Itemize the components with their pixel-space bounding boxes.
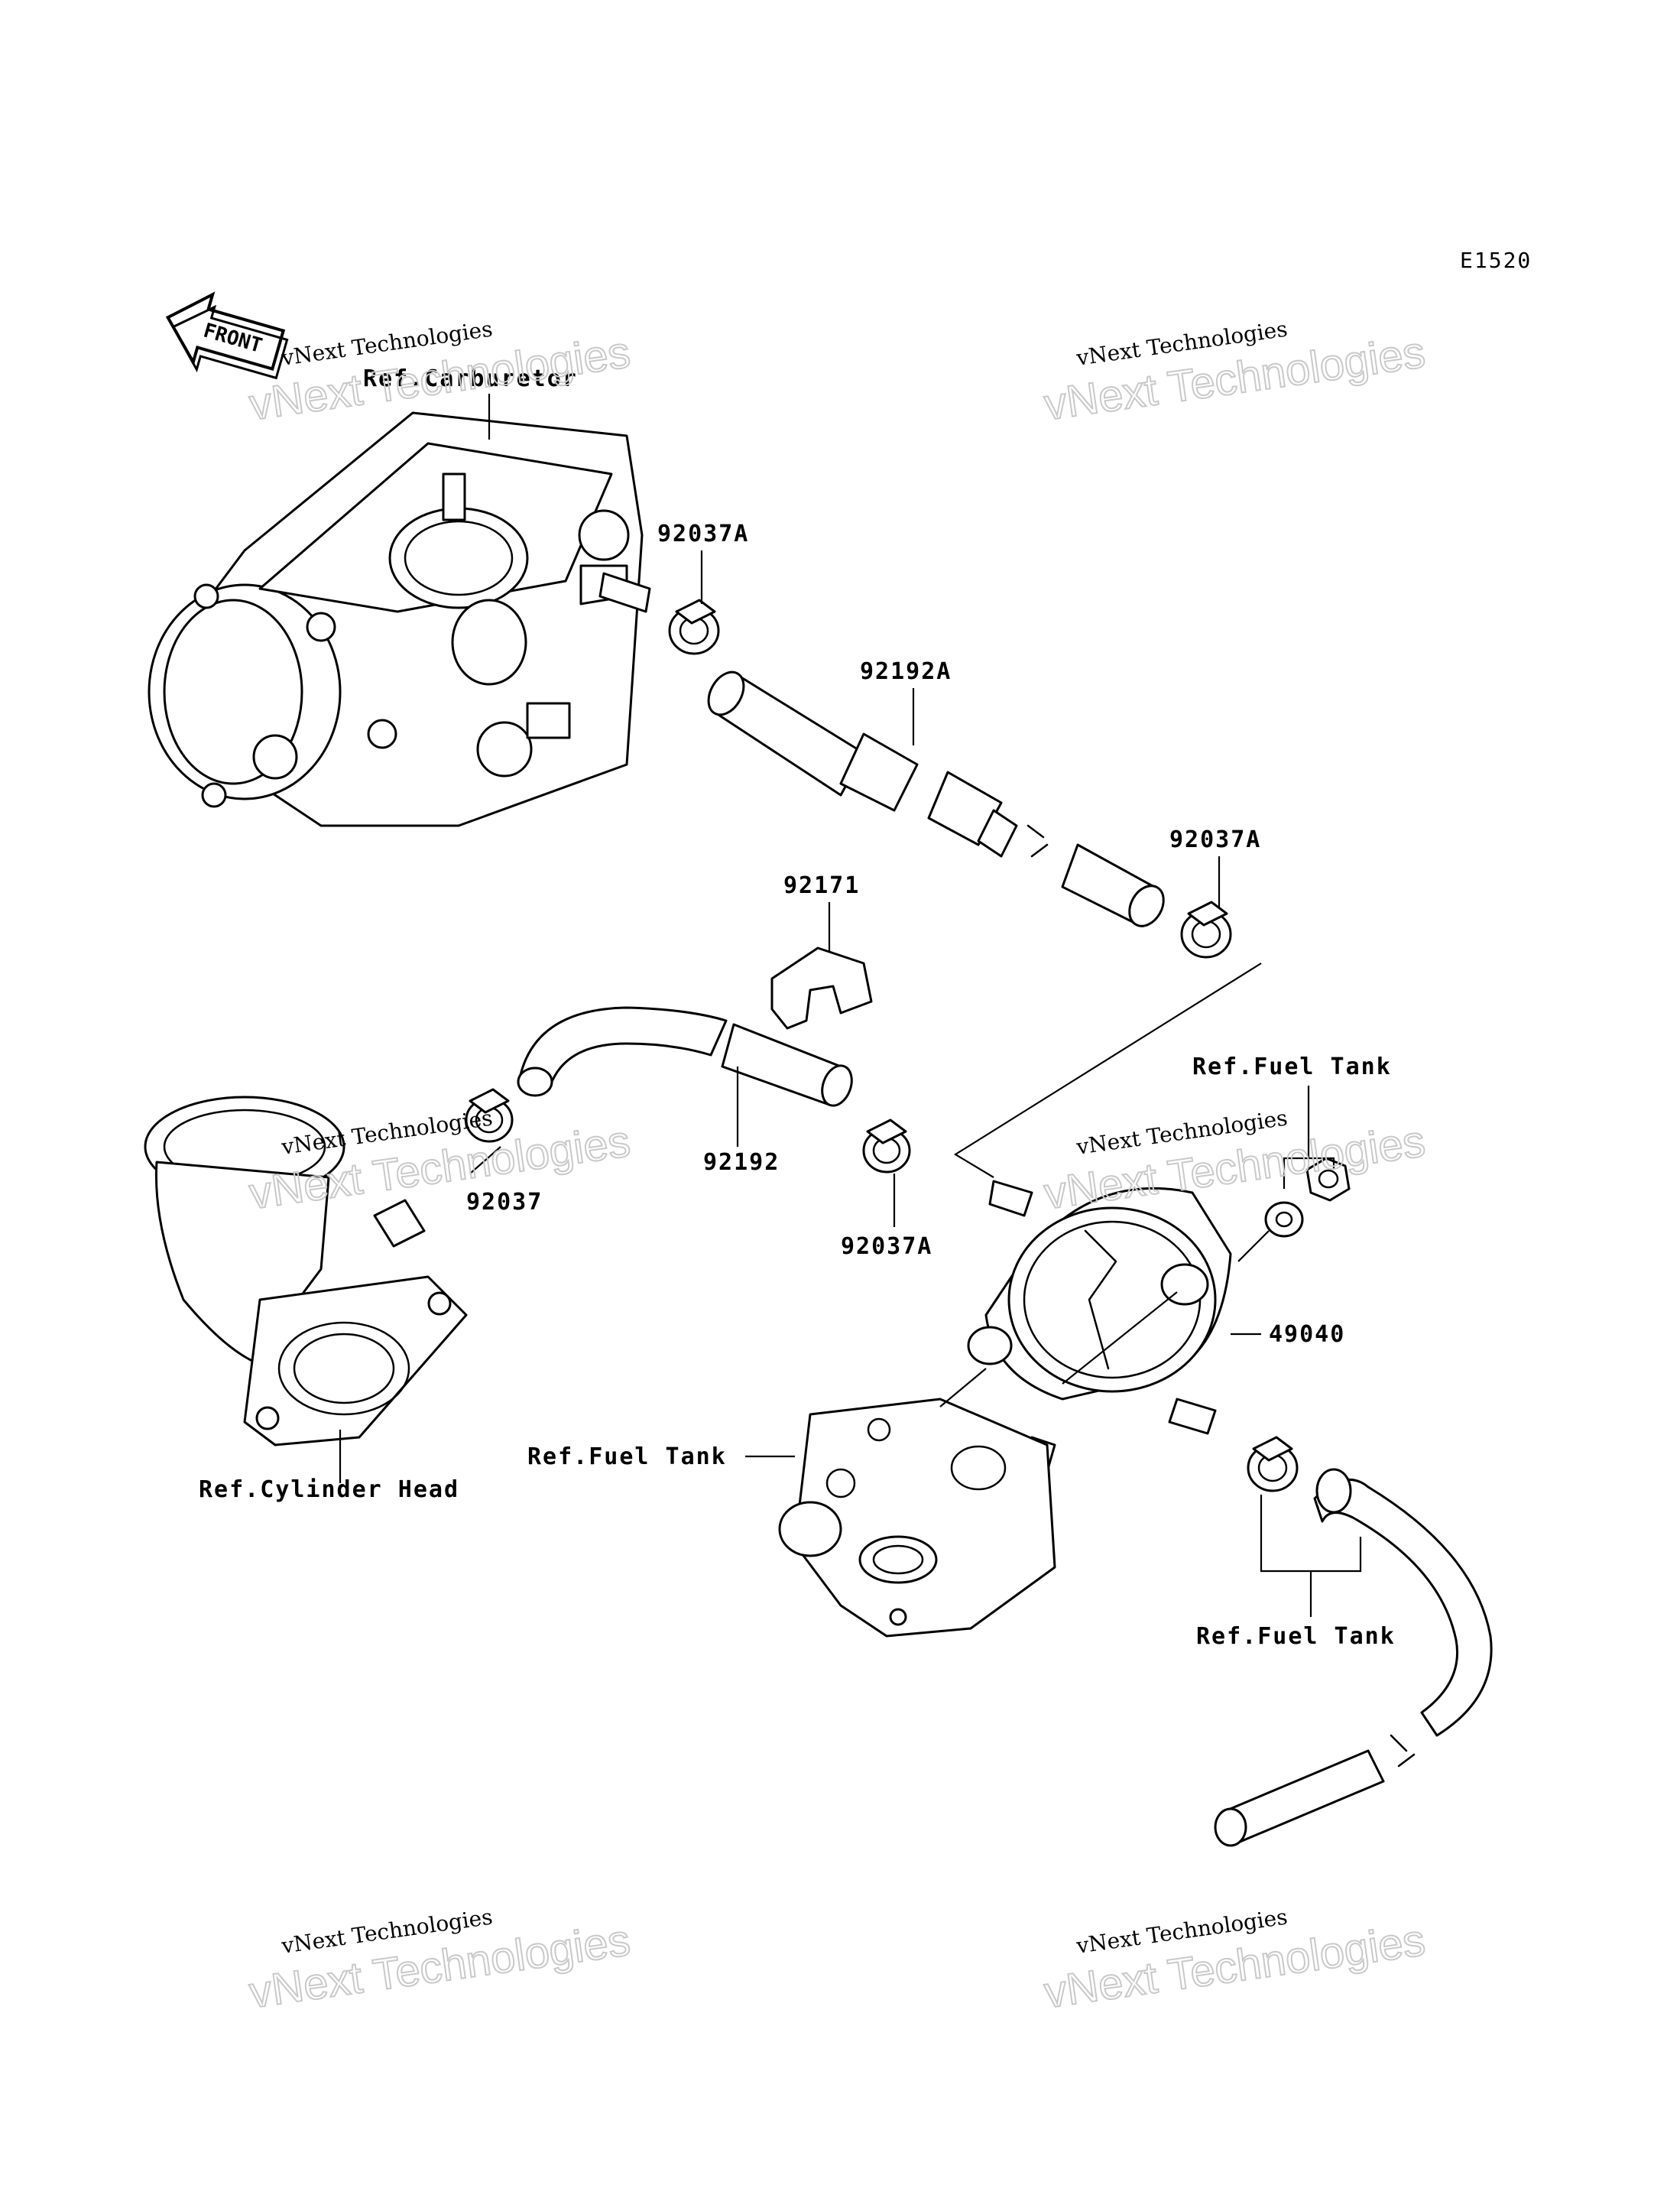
label-92037A-top: 92037A bbox=[657, 521, 749, 547]
watermark-5: vNext Technologies vNext Technologies bbox=[245, 1904, 634, 2019]
fuel-hose-92192 bbox=[517, 1006, 853, 1107]
label-ref-cylinder-head: Ref.Cylinder Head bbox=[199, 1476, 459, 1503]
hose-clamp-92037A-top bbox=[668, 599, 720, 655]
hose-clamp-92037A-right bbox=[1180, 901, 1232, 959]
hose-clamp-bottom bbox=[1247, 1436, 1299, 1492]
watermark-4: vNext Technologies vNext Technologies bbox=[1040, 1105, 1429, 1220]
fuel-tank-bracket-part bbox=[778, 1398, 1056, 1638]
label-92192: 92192 bbox=[703, 1149, 780, 1176]
label-92037A-mid: 92037A bbox=[841, 1233, 932, 1260]
label-92037A-right: 92037A bbox=[1169, 826, 1261, 853]
label-ref-fuel-tank-bottom: Ref.Fuel Tank bbox=[1196, 1623, 1396, 1650]
label-49040: 49040 bbox=[1269, 1321, 1345, 1348]
fuel-hose-lower bbox=[1214, 1468, 1493, 1847]
label-ref-fuel-tank-top: Ref.Fuel Tank bbox=[1192, 1054, 1392, 1080]
washer-part bbox=[1264, 1201, 1304, 1238]
label-ref-carburetor: Ref.Carburetor bbox=[363, 365, 578, 392]
watermark-2: vNext Technologies vNext Technologies bbox=[1040, 317, 1429, 431]
hose-clamp-92037 bbox=[465, 1088, 514, 1143]
hose-clip-92171 bbox=[770, 946, 873, 1030]
label-92192A: 92192A bbox=[860, 658, 952, 685]
watermark-6: vNext Technologies vNext Technologies bbox=[1040, 1904, 1429, 2019]
fuel-hose-92192A bbox=[707, 670, 1165, 927]
intake-manifold-part bbox=[144, 1096, 468, 1446]
leader-lines bbox=[339, 394, 1362, 1617]
label-92171: 92171 bbox=[783, 872, 860, 899]
label-92037: 92037 bbox=[466, 1189, 543, 1216]
hose-clamp-92037A-mid bbox=[862, 1118, 911, 1174]
watermark-1: vNext Technologies vNext Technologies bbox=[245, 317, 634, 431]
carburetor-part bbox=[148, 411, 651, 827]
diagram-code: E1520 bbox=[1460, 248, 1532, 273]
front-arrow-icon: FRONT bbox=[165, 291, 289, 380]
label-ref-fuel-tank-left: Ref.Fuel Tank bbox=[527, 1443, 727, 1470]
